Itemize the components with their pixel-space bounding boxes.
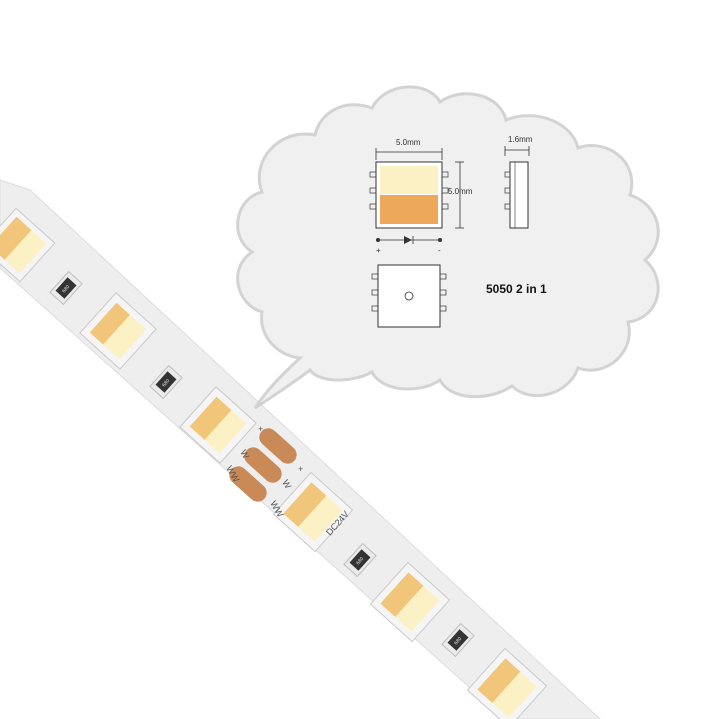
resistor-code: 680 [61, 284, 71, 294]
model-title: 5050 2 in 1 [486, 282, 547, 296]
cool-white-die [380, 166, 438, 194]
depth-label: 1.6mm [508, 135, 533, 144]
led-strip: 680 680 680 680 + + W W WW WW DC24V [0, 175, 601, 719]
resistor: 680 [441, 622, 475, 658]
solder-pads [229, 428, 297, 502]
polarity-minus: - [438, 246, 441, 255]
led-chip [179, 386, 257, 464]
led-chip [466, 647, 548, 719]
resistor-code: 680 [161, 378, 171, 388]
cloud-shape [236, 85, 660, 410]
width-label: 5.0mm [396, 138, 421, 147]
height-label: 5.0mm [448, 187, 473, 196]
diode-icon [404, 236, 412, 244]
chip-side-view [509, 161, 529, 229]
callout-cloud [236, 85, 660, 410]
led-chip [272, 471, 354, 553]
spec-drawing: 5.0mm 5.0mm 1.6mm + - [369, 135, 547, 328]
warm-white-die [380, 195, 438, 224]
pad-plus-label-bottom: + [298, 464, 303, 474]
resistor-code: 680 [355, 556, 365, 566]
solder-pad [244, 447, 282, 483]
resistor-code: 680 [453, 636, 463, 646]
led-chip [0, 207, 56, 283]
solder-pad [259, 428, 297, 464]
resistor: 680 [49, 270, 83, 306]
resistor: 680 [149, 364, 183, 400]
polarity-plus: + [376, 246, 381, 255]
center-mark [404, 291, 414, 301]
strip-surface [0, 179, 601, 719]
chip-bottom-view [377, 264, 441, 328]
led-chip [369, 561, 451, 643]
pad-plus-label-top: + [258, 424, 263, 434]
resistor: 680 [343, 542, 377, 578]
solder-pad [229, 466, 267, 502]
led-chip [79, 292, 157, 370]
